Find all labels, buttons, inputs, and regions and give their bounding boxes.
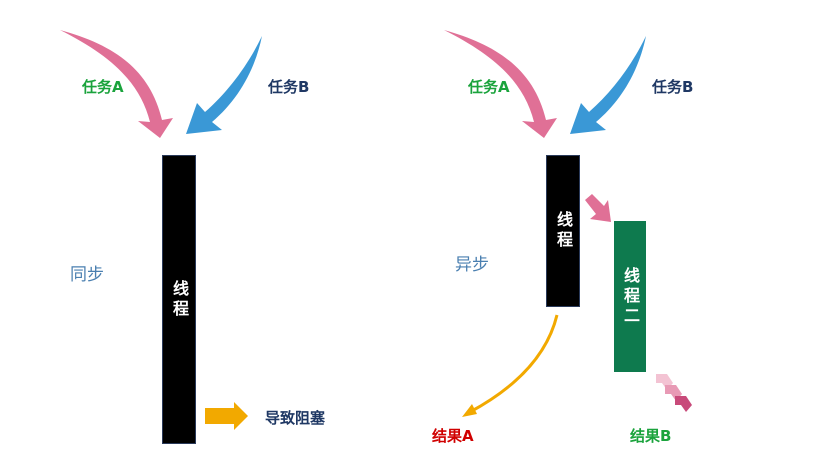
thread-two-label: 线程二 [621,266,640,327]
task-a-label-async: 任务A [468,78,510,96]
task-b-arrow [186,36,262,134]
task-a-arrow-async [444,30,557,138]
task-b-label: 任务B [268,78,310,96]
blocking-arrow [205,402,248,430]
result-a-label: 结果A [432,427,474,445]
task-b-label-async: 任务B [652,78,694,96]
result-a-arrow [469,314,559,414]
thread-one-bar: 线程 [546,155,580,307]
thread-bar: 线程 [162,155,196,444]
result-b-label: 结果B [630,427,672,445]
thread-one-label: 线程 [554,211,573,251]
blocking-label: 导致阻塞 [265,409,326,427]
task-a-arrow [60,30,173,138]
task-a-label: 任务A [82,78,124,96]
chevron-icon [675,396,692,412]
thread-two-bar: 线程二 [614,221,646,372]
task-b-arrow-async [570,36,646,134]
thread-label: 线程 [170,279,189,320]
result-a-arrowhead [462,404,477,417]
sync-mode-label: 同步 [70,265,104,285]
handoff-arrow [585,194,611,222]
async-mode-label: 异步 [455,255,489,275]
